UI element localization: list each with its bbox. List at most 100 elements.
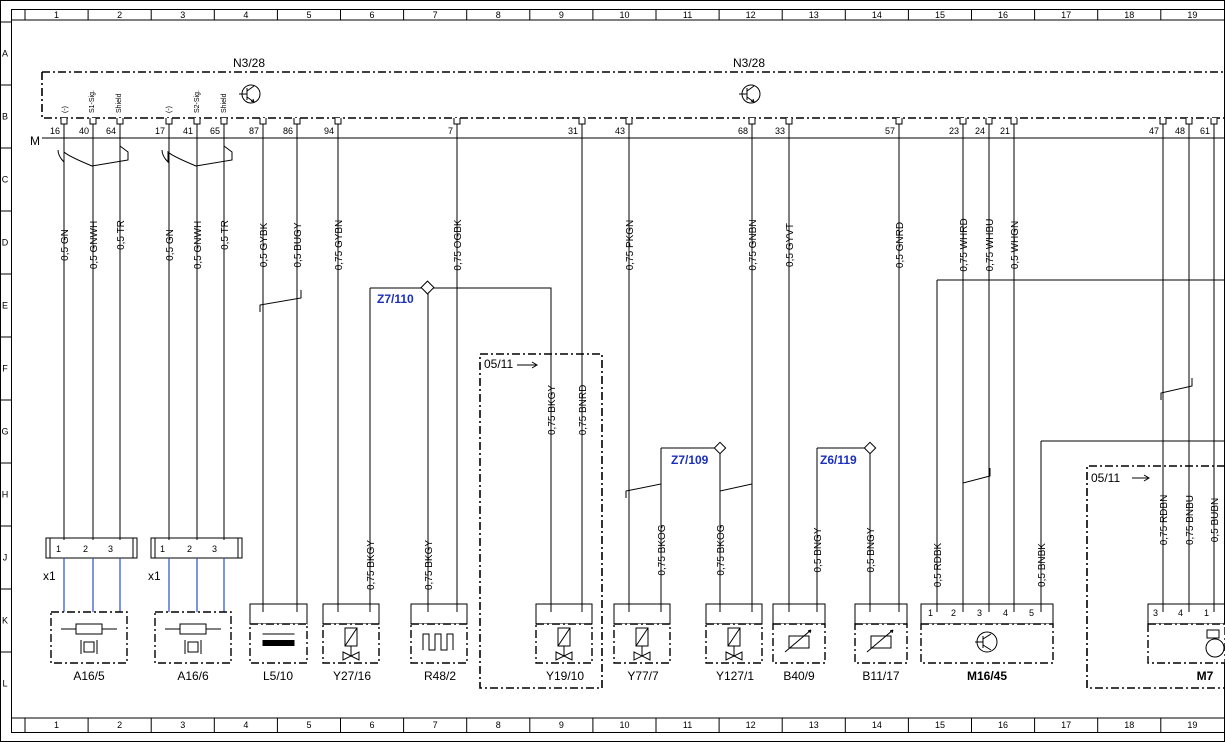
date-box-05-11-2 xyxy=(1086,465,1225,689)
date-box-05-11 xyxy=(479,353,603,689)
grid-row-label: D xyxy=(2,238,9,248)
grid-col-label: 15 xyxy=(935,720,945,730)
splice-node-icon-3 xyxy=(863,441,877,455)
pin-label: 48 xyxy=(1175,126,1185,136)
wire-label: 0,5 GN xyxy=(60,229,71,261)
grid-col-label: 13 xyxy=(809,10,819,20)
grid-col-label: 5 xyxy=(306,10,311,20)
wire-label: 0,75 BKGY xyxy=(547,385,558,435)
pin-label: 87 xyxy=(249,126,259,136)
wire-label: 0,5 WHGN xyxy=(1010,221,1021,269)
branch-wire-rdbk xyxy=(936,279,1225,540)
grid-col-label: 14 xyxy=(872,720,882,730)
wire-label: 0,75 BKGY xyxy=(366,540,377,590)
wire-label: 0,75 WHBU xyxy=(985,219,996,272)
wire-label: 0,75 GNBN xyxy=(748,219,759,270)
break-mark-3 xyxy=(719,477,753,498)
pin-label: 33 xyxy=(775,126,785,136)
wire-label: 0,5 TR xyxy=(220,220,231,250)
connector-pin-2: 2 xyxy=(187,544,192,554)
grid-col-label: 7 xyxy=(433,10,438,20)
splice-label-z6-119: Z6/119 xyxy=(820,453,857,467)
wire-label: 0,5 BNGY xyxy=(866,527,877,572)
grid-col-label: 5 xyxy=(306,720,311,730)
grid-col-label: 1 xyxy=(54,10,59,20)
grid-col-label: 19 xyxy=(1187,720,1197,730)
grid-col-label: 11 xyxy=(683,720,692,730)
grid-row-label: C xyxy=(2,175,9,185)
wire-label: 0,5 BNGY xyxy=(813,527,824,572)
component-m7: M7 xyxy=(1147,603,1225,683)
component-b11-17: B11/17 xyxy=(854,603,908,683)
wire-label: 0,5 GNRD xyxy=(895,222,906,268)
pin-label: 47 xyxy=(1149,126,1159,136)
grid-row-label: K xyxy=(2,616,8,626)
grid-col-label: 14 xyxy=(872,10,882,20)
wire-label: 0,75 BNRD xyxy=(578,385,589,436)
wire-label: 0,75 RDBN xyxy=(1159,495,1170,546)
connector-pin-3: 3 xyxy=(108,544,113,554)
connector-x1-label-2: x1 xyxy=(148,569,161,583)
grid-row-label: J xyxy=(3,553,8,563)
date-box-label-2: 05/11 xyxy=(1091,471,1120,485)
pin-label: 31 xyxy=(568,126,578,136)
grid-col-label: 9 xyxy=(559,720,564,730)
pin-label: 65 xyxy=(210,126,220,136)
grid-row-label: F xyxy=(2,364,8,374)
grid-col-label: 11 xyxy=(683,10,692,20)
wire-label: 0,5 BNBK xyxy=(1037,543,1048,587)
grid-row-label: B xyxy=(2,112,8,122)
component-label: A16/5 xyxy=(73,669,105,683)
component-label: Y77/7 xyxy=(627,669,659,683)
twisted-pair-symbol-2 xyxy=(161,145,233,167)
component-r48-2: R48/2 xyxy=(410,603,468,683)
wire-label: 0,5 GYBK xyxy=(259,222,270,267)
wire-label: 0,75 BKOG xyxy=(657,524,668,575)
grid-col-label: 10 xyxy=(619,10,629,20)
arrow-icon xyxy=(517,361,538,369)
component-label: B11/17 xyxy=(862,669,899,683)
component-label: Y27/16 xyxy=(333,669,371,683)
grid-row-label: G xyxy=(1,427,8,437)
component-y19-10: Y19/10 xyxy=(535,603,593,683)
grid-columns: 1122334455667788991010111112121313141415… xyxy=(11,9,1225,732)
grid-col-label: 19 xyxy=(1187,10,1197,20)
grid-col-label: 10 xyxy=(619,720,629,730)
wire-label: 0,5 GYVT xyxy=(785,223,796,267)
grid-col-label: 17 xyxy=(1061,10,1071,20)
module-label-right: N3/28 xyxy=(733,56,765,70)
splice-label-z7-110: Z7/110 xyxy=(377,292,414,306)
wire-label: 0,5 BUBN xyxy=(1210,498,1221,542)
component-label: R48/2 xyxy=(424,669,456,683)
pin-label: 17 xyxy=(155,126,165,136)
pin-label: 24 xyxy=(975,126,985,136)
pin-label: 7 xyxy=(448,126,453,136)
component-label: B40/9 xyxy=(783,669,815,683)
connector-pin-3: 3 xyxy=(212,544,217,554)
bus-label: M xyxy=(30,134,40,148)
grid-col-label: 15 xyxy=(935,10,945,20)
wire-label: 0,5 TR xyxy=(116,220,127,250)
pin-label: 43 xyxy=(615,126,625,136)
pin-signal-s2: S2-Sig. xyxy=(194,90,201,113)
pin-signal-neg-2: (-) xyxy=(166,106,173,113)
grid-col-label: 4 xyxy=(243,10,248,20)
m16-pin-2: 2 xyxy=(951,608,956,618)
branch-wire-bnbk xyxy=(1040,440,1225,540)
component-label: M7 xyxy=(1197,669,1214,683)
pin-signal-shield: Shield xyxy=(116,93,123,113)
pin-label: 41 xyxy=(183,126,193,136)
wire-label: 0,75 BNBU xyxy=(1185,495,1196,545)
pin-signal-neg: (-) xyxy=(62,106,69,113)
grid-col-label: 7 xyxy=(433,720,438,730)
connector-x1: 1 2 3 x1 xyxy=(43,537,138,583)
wire-label: 0,75 BKGY xyxy=(424,540,435,590)
grid-row-label: L xyxy=(2,679,7,689)
wire-label: 0,75 PKGN xyxy=(625,220,636,271)
m7-pin-1: 1 xyxy=(1204,608,1209,618)
wire-label: 0,75 BKOG xyxy=(716,524,727,575)
